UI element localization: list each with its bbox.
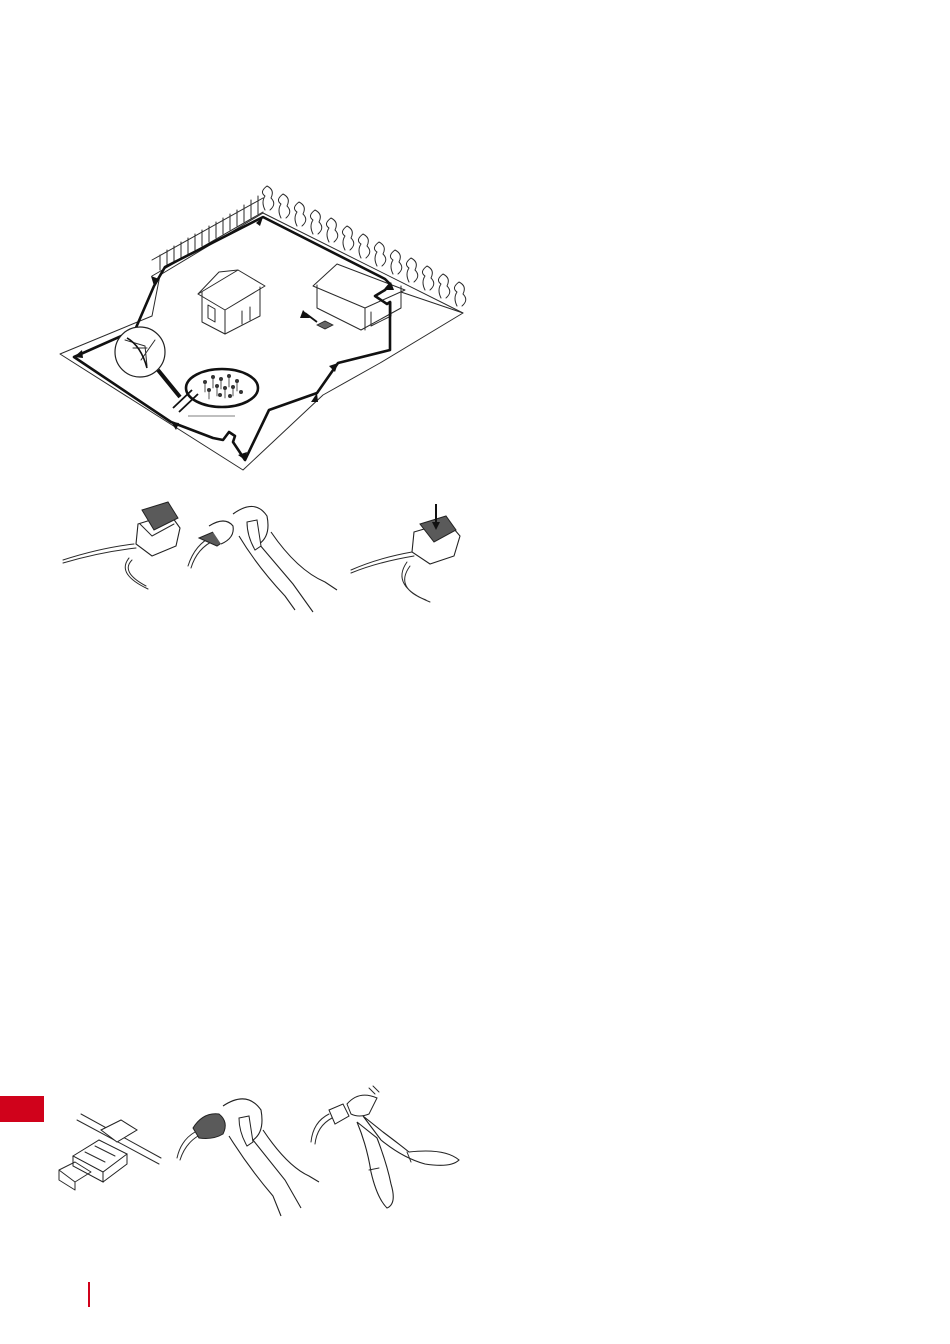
pliers-pressing-coupler-icon — [173, 1084, 323, 1219]
garden-layout-figure — [55, 180, 475, 475]
connector-row-1 — [60, 496, 470, 612]
connector-row-2 — [55, 1084, 465, 1219]
connector-press-arrow-icon — [348, 496, 468, 612]
garden-boundary-wire-icon — [55, 180, 475, 475]
side-cutter-pliers-icon — [307, 1084, 457, 1214]
connector-with-wires-icon — [60, 496, 190, 596]
coupler-clip-icon — [55, 1100, 167, 1200]
pliers-pressing-connector-icon — [185, 496, 340, 612]
red-side-tab — [0, 1096, 44, 1122]
page-number-rule — [88, 1282, 90, 1307]
